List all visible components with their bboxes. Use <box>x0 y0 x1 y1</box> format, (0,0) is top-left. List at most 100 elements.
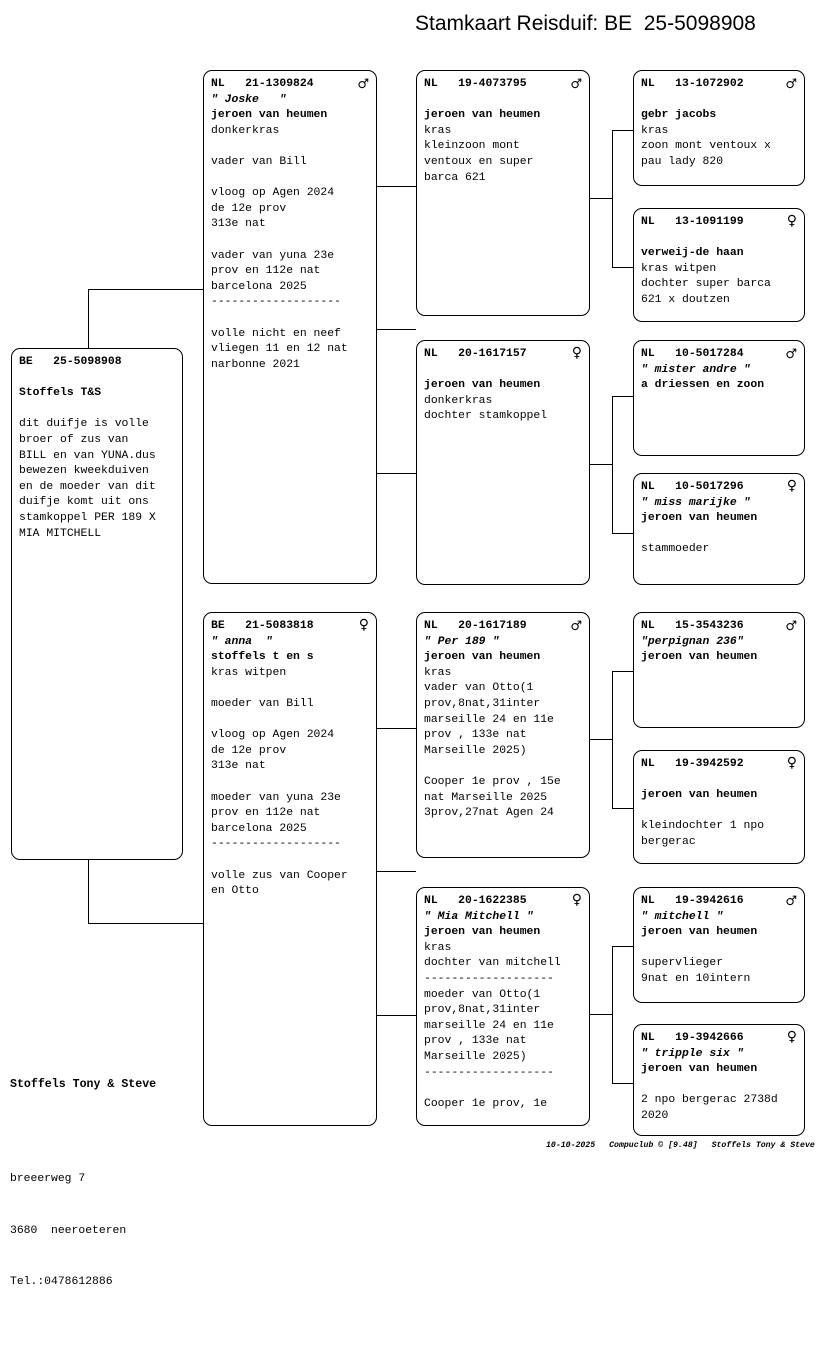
card-notes: kleindochter 1 npo bergerac <box>641 820 765 848</box>
card-notes: stammoeder <box>641 543 710 556</box>
connector-gp1-to-ggp2 <box>612 267 634 269</box>
connector-subject-to-dam <box>88 923 204 925</box>
female-icon: ♀ <box>786 478 797 494</box>
female-icon: ♀ <box>358 617 369 633</box>
card-notes: supervlieger 9nat en 10intern <box>641 957 751 985</box>
breeder-name: Stoffels T&S <box>19 387 102 400</box>
spacer <box>19 402 175 418</box>
card-sire[interactable]: NL 21-1309824 ♂ " Joske " jeroen van heu… <box>203 70 377 584</box>
card-greatgrandparent-3[interactable]: NL 10-5017284 ♂ " mister andre " a dries… <box>633 340 805 456</box>
card-greatgrandparent-8[interactable]: NL 19-3942666 ♀ " tripple six " jeroen v… <box>633 1024 805 1136</box>
pigeon-nickname: "perpignan 236" <box>641 635 744 648</box>
spacer <box>19 371 175 387</box>
card-notes: kras witpen moeder van Bill vloog op Age… <box>211 666 348 898</box>
pigeon-nickname: " Joske " <box>211 93 287 106</box>
pigeon-nickname: " miss marijke " <box>641 496 751 509</box>
ring-number: NL 20-1617157 <box>424 348 527 360</box>
card-greatgrandparent-5[interactable]: NL 15-3543236 ♂ "perpignan 236" jeroen v… <box>633 612 805 728</box>
card-head: NL 10-5017296 ♀ <box>641 478 797 496</box>
card-head: NL 10-5017284 ♂ <box>641 347 797 363</box>
card-grandparent-4[interactable]: NL 20-1622385 ♀ " Mia Mitchell " jeroen … <box>416 887 590 1126</box>
pigeon-nickname: " Mia Mitchell " <box>424 910 534 923</box>
pigeon-nickname: " mitchell " <box>641 910 724 923</box>
owner-block: Stoffels Tony & Steve breeerweg 7 3680 n… <box>10 1041 156 1363</box>
page-title: Stamkaart Reisduif: BE 25-5098908 <box>415 12 756 35</box>
owner-city: 3680 neeroeteren <box>10 1224 127 1237</box>
breeder-name: jeroen van heumen <box>424 109 541 122</box>
breeder-name: jeroen van heumen <box>211 109 328 122</box>
female-icon: ♀ <box>786 755 797 771</box>
ring-number: BE 21-5083818 <box>211 620 314 632</box>
card-greatgrandparent-1[interactable]: NL 13-1072902 ♂ gebr jacobs kras zoon mo… <box>633 70 805 186</box>
breeder-name: jeroen van heumen <box>641 926 758 939</box>
footer-account: Stoffels Tony & Steve <box>711 1141 815 1150</box>
connector-dam-stem <box>376 871 416 873</box>
pedigree-page: Stamkaart Reisduif: BE 25-5098908 BE 25-… <box>10 12 815 1288</box>
card-head: NL 19-3942616 ♂ <box>641 894 797 910</box>
male-icon: ♂ <box>785 347 797 362</box>
card-head: NL 20-1617189 ♂ <box>424 619 582 635</box>
card-notes: donkerkras dochter stamkoppel <box>424 394 548 423</box>
card-head: NL 19-4073795 ♂ <box>424 77 582 93</box>
female-icon: ♀ <box>786 213 797 229</box>
pigeon-nickname: " anna " <box>211 635 273 648</box>
connector-gp1-to-ggp1 <box>612 130 634 132</box>
male-icon: ♂ <box>570 619 582 634</box>
card-head: NL 20-1617157 ♀ <box>424 345 582 363</box>
male-icon: ♂ <box>785 894 797 909</box>
footer-date: 10-10-2025 <box>546 1141 596 1150</box>
connector-gp4-to-ggp8 <box>612 1083 634 1085</box>
breeder-name: jeroen van heumen <box>641 512 758 525</box>
ring-number: NL 19-3942592 <box>641 758 744 770</box>
breeder-name: jeroen van heumen <box>424 379 541 392</box>
pigeon-nickname <box>641 93 797 109</box>
card-notes: kras kleinzoon mont ventoux en super bar… <box>424 124 534 184</box>
breeder-name: jeroen van heumen <box>641 789 758 802</box>
male-icon: ♂ <box>357 77 369 92</box>
card-grandparent-1[interactable]: NL 19-4073795 ♂ jeroen van heumen kras k… <box>416 70 590 316</box>
ring-number: NL 19-3942616 <box>641 895 744 907</box>
male-icon: ♂ <box>785 77 797 92</box>
connector-subject-to-sire <box>88 289 204 291</box>
connector-gp3-to-ggp5 <box>612 671 634 673</box>
ring-number: NL 19-3942666 <box>641 1032 744 1044</box>
card-notes: kras dochter van mitchell --------------… <box>424 941 561 1110</box>
ring-number: NL 10-5017284 <box>641 348 744 360</box>
breeder-name: jeroen van heumen <box>641 1063 758 1076</box>
connector-gp4-to-ggp7 <box>612 946 634 948</box>
card-notes: 2 npo bergerac 2738d 2020 <box>641 1094 778 1122</box>
breeder-name: stoffels t en s <box>211 651 314 664</box>
card-grandparent-2[interactable]: NL 20-1617157 ♀ jeroen van heumen donker… <box>416 340 590 585</box>
connector-gp1-stem <box>589 198 613 200</box>
card-subject[interactable]: BE 25-5098908 Stoffels T&S dit duifje is… <box>11 348 183 860</box>
female-icon: ♀ <box>571 345 582 361</box>
male-icon: ♂ <box>570 77 582 92</box>
pigeon-nickname <box>641 773 797 789</box>
pigeon-nickname: " Per 189 " <box>424 635 500 648</box>
card-dam-head: BE 21-5083818 ♀ <box>211 617 369 635</box>
ring-number: NL 21-1309824 <box>211 78 314 90</box>
card-grandparent-3[interactable]: NL 20-1617189 ♂ " Per 189 " jeroen van h… <box>416 612 590 858</box>
card-greatgrandparent-7[interactable]: NL 19-3942616 ♂ " mitchell " jeroen van … <box>633 887 805 1003</box>
breeder-name: jeroen van heumen <box>424 926 541 939</box>
card-head: NL 20-1622385 ♀ <box>424 892 582 910</box>
female-icon: ♀ <box>571 892 582 908</box>
card-dam[interactable]: BE 21-5083818 ♀ " anna " stoffels t en s… <box>203 612 377 1126</box>
card-head: NL 13-1072902 ♂ <box>641 77 797 93</box>
ring-number: NL 20-1622385 <box>424 895 527 907</box>
pigeon-nickname <box>424 93 582 109</box>
connector-sire-stem <box>376 329 416 331</box>
connector-gp3-stem <box>589 739 613 741</box>
ring-number: NL 19-4073795 <box>424 78 527 90</box>
card-head: NL 19-3942666 ♀ <box>641 1030 797 1047</box>
ring-number: NL 15-3543236 <box>641 620 744 632</box>
owner-name: Stoffels Tony & Steve <box>10 1078 157 1091</box>
card-greatgrandparent-6[interactable]: NL 19-3942592 ♀ jeroen van heumen kleind… <box>633 750 805 864</box>
ring-number: NL 10-5017296 <box>641 481 744 493</box>
card-notes: dit duifje is volle broer of zus van BIL… <box>19 418 156 540</box>
ring-number: BE 25-5098908 <box>19 356 122 368</box>
connector-gp4-stem <box>589 1014 613 1016</box>
card-greatgrandparent-4[interactable]: NL 10-5017296 ♀ " miss marijke " jeroen … <box>633 473 805 585</box>
pigeon-nickname <box>641 231 797 247</box>
card-greatgrandparent-2[interactable]: NL 13-1091199 ♀ verweij-de haan kras wit… <box>633 208 805 322</box>
